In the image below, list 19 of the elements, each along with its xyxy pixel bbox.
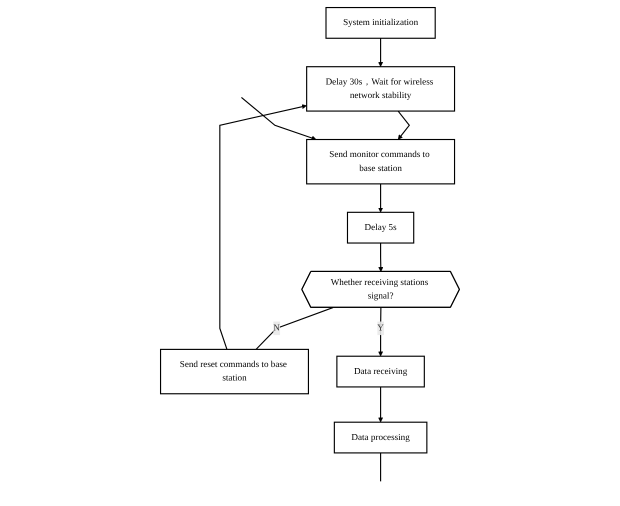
edge-label: N — [273, 323, 280, 333]
arrow — [398, 110, 410, 140]
arrow — [378, 386, 384, 422]
node-box: Send reset commands to base station — [160, 348, 310, 394]
node-box: Send monitor commands to base station — [306, 138, 456, 184]
edge-label: Y — [377, 323, 384, 333]
arrow — [378, 38, 384, 67]
node-box: Delay 30s，Wait for wireless network stability — [306, 66, 456, 112]
connector — [380, 452, 382, 482]
arrow — [378, 184, 384, 213]
arrow — [219, 104, 307, 350]
node-box: Data receiving — [336, 356, 425, 388]
arrow — [378, 243, 384, 272]
arrow — [241, 97, 316, 140]
node-box: System initialization — [325, 7, 436, 39]
arrow — [378, 308, 384, 356]
node-box: Data processing — [334, 422, 428, 454]
connector — [256, 307, 334, 350]
node-box: Delay 5s — [346, 212, 414, 244]
